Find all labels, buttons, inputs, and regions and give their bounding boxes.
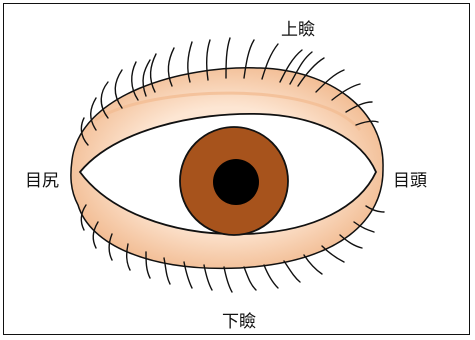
pupil bbox=[213, 159, 259, 205]
lower-eyelid-label: 下瞼 bbox=[222, 314, 256, 331]
upper-eyelid-label: 上瞼 bbox=[281, 22, 315, 39]
outer-corner-label: 目尻 bbox=[25, 173, 59, 190]
inner-corner-label: 目頭 bbox=[393, 173, 427, 190]
